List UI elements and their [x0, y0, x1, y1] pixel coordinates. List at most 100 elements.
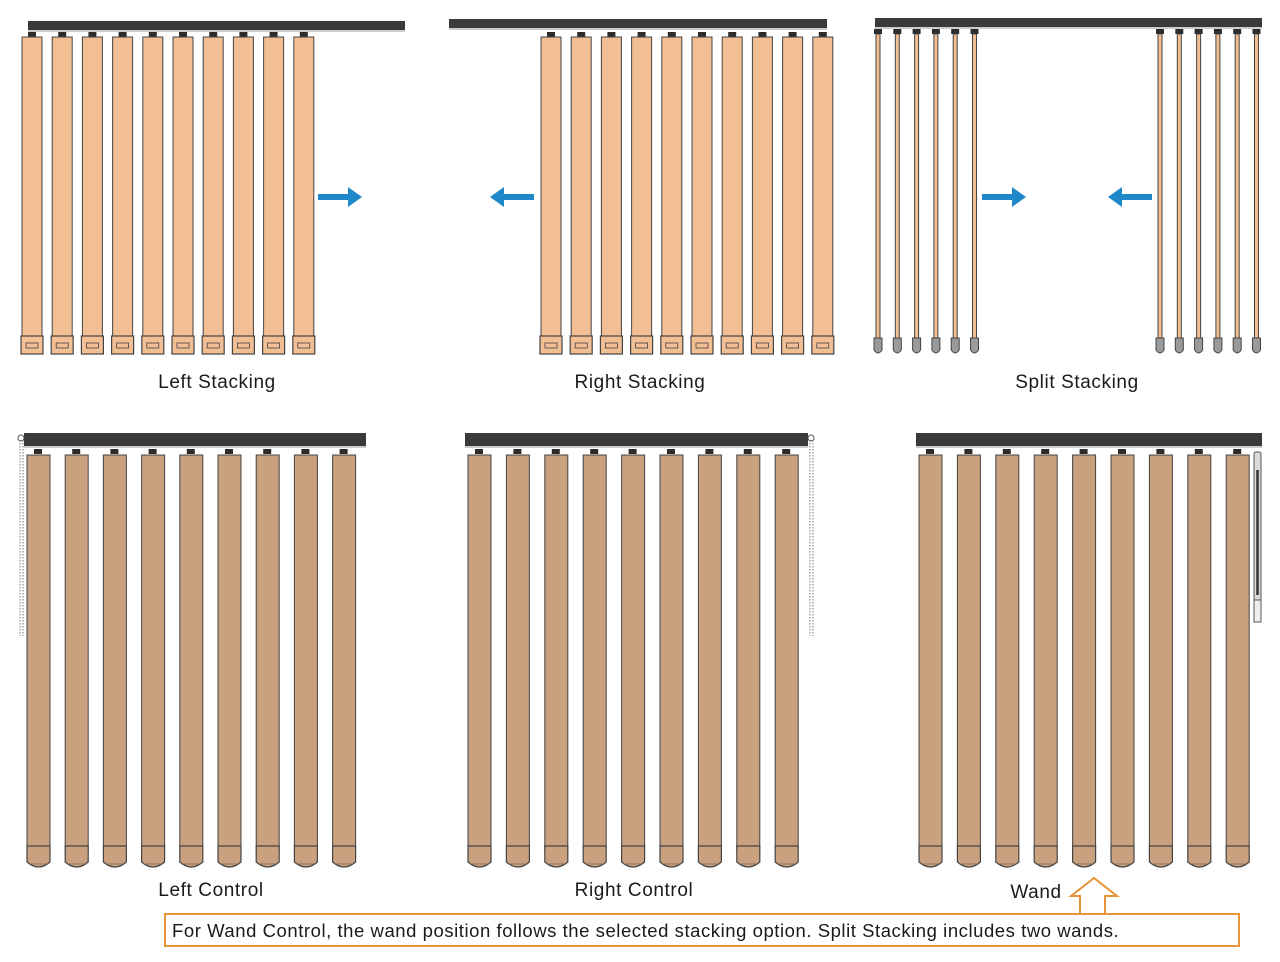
slat-hanger: [1194, 29, 1203, 34]
slat-weight-slot: [665, 342, 679, 349]
slat-hanger: [551, 449, 560, 454]
slat-weight-slot: [635, 342, 648, 349]
slat-hanger: [637, 32, 646, 37]
slat-weight: [780, 335, 805, 355]
slat-weight-slot: [695, 342, 709, 349]
slat-weight: [292, 335, 316, 355]
slat-weight: [231, 335, 255, 355]
slat-weight-slot: [574, 342, 588, 349]
slat: [293, 454, 318, 851]
slat-hanger: [788, 32, 797, 37]
slat-weight: [539, 335, 563, 355]
slat-hanger: [1252, 29, 1261, 34]
slat-hanger: [705, 449, 714, 454]
slat: [782, 36, 804, 341]
slat-weight: [201, 335, 225, 355]
slat-hanger: [1175, 29, 1184, 34]
slat-weight: [255, 845, 280, 868]
slat-hanger: [1002, 449, 1011, 454]
slat-hanger: [964, 449, 973, 454]
slat-hanger: [1194, 449, 1203, 454]
slat: [1148, 454, 1173, 851]
slat-weight: [1194, 337, 1204, 354]
headrail: [449, 19, 827, 28]
slat: [570, 36, 592, 341]
slat-hanger: [110, 449, 119, 454]
headrail: [24, 433, 366, 446]
slat-hanger: [209, 32, 218, 37]
slat-weight: [659, 845, 684, 868]
slat-weight-slot: [176, 342, 190, 349]
slat-hanger: [301, 449, 310, 454]
slat-edge-on: [952, 33, 958, 339]
caption-right-stacking: Right Stacking: [574, 372, 706, 393]
slat: [631, 36, 653, 341]
slat: [774, 454, 799, 851]
slat-weight: [736, 845, 761, 868]
slat-hanger: [148, 449, 157, 454]
up-arrow-outline-icon: [1068, 876, 1120, 914]
slat-weight: [293, 845, 318, 868]
slat-edge-on: [1254, 33, 1259, 339]
slat-hanger: [893, 29, 902, 34]
chain-pulley: [17, 434, 25, 442]
slat-hanger: [1156, 449, 1165, 454]
slat: [995, 454, 1020, 851]
slat-hanger: [547, 32, 555, 37]
slat: [600, 36, 622, 341]
slat-hanger: [475, 449, 483, 454]
headrail: [916, 433, 1262, 446]
slat-hanger: [628, 449, 637, 454]
panel-wand-control: [916, 433, 1262, 868]
slat-hanger: [299, 32, 308, 37]
slat-weight: [64, 845, 89, 868]
slat-hanger: [728, 32, 737, 37]
slat: [217, 454, 242, 851]
slat-edge-on: [1234, 33, 1240, 339]
slat-weight-slot: [605, 342, 618, 349]
slat-hanger: [88, 32, 97, 37]
slat-weight: [1213, 337, 1223, 354]
slat: [202, 36, 224, 341]
slat: [21, 36, 43, 341]
slat: [956, 454, 981, 851]
slat-weight: [569, 335, 593, 355]
arrow-left-icon: [490, 187, 534, 207]
slat-hanger: [1118, 449, 1126, 454]
caption-left-stacking: Left Stacking: [158, 372, 276, 393]
headrail: [465, 433, 808, 446]
slat-weight: [262, 335, 286, 355]
slat-weight: [80, 335, 105, 355]
slat-weight: [1232, 337, 1242, 354]
slat-edge-on: [972, 33, 977, 339]
slat-hanger: [758, 32, 767, 37]
slat-weight-slot: [544, 342, 558, 349]
slat-edge-on: [875, 33, 881, 339]
headrail: [28, 21, 405, 30]
slat-weight: [621, 845, 646, 868]
slat: [172, 36, 194, 341]
slat-hanger: [118, 32, 127, 37]
slat-hanger: [667, 32, 676, 37]
slat-weight: [505, 845, 530, 868]
slat-weight: [660, 335, 684, 355]
slat-weight: [582, 845, 607, 868]
slat-weight-slot: [146, 342, 160, 349]
slat-hanger: [1041, 449, 1050, 454]
slat-hanger: [912, 29, 921, 34]
slat-weight: [332, 845, 357, 868]
slat-hanger: [239, 32, 248, 37]
slat-hanger: [1079, 449, 1088, 454]
caption-left-control: Left Control: [158, 880, 264, 901]
slat: [263, 36, 285, 341]
slat-weight-slot: [55, 342, 69, 349]
slat-weight: [950, 337, 960, 354]
slat-hanger: [818, 32, 827, 37]
slat-edge-on: [1176, 33, 1182, 339]
slat-weight: [179, 845, 204, 868]
slat-weight: [892, 337, 902, 354]
note-box: [164, 913, 1240, 947]
slat: [1187, 454, 1212, 851]
slat: [659, 454, 684, 851]
slat-hanger: [28, 32, 36, 37]
